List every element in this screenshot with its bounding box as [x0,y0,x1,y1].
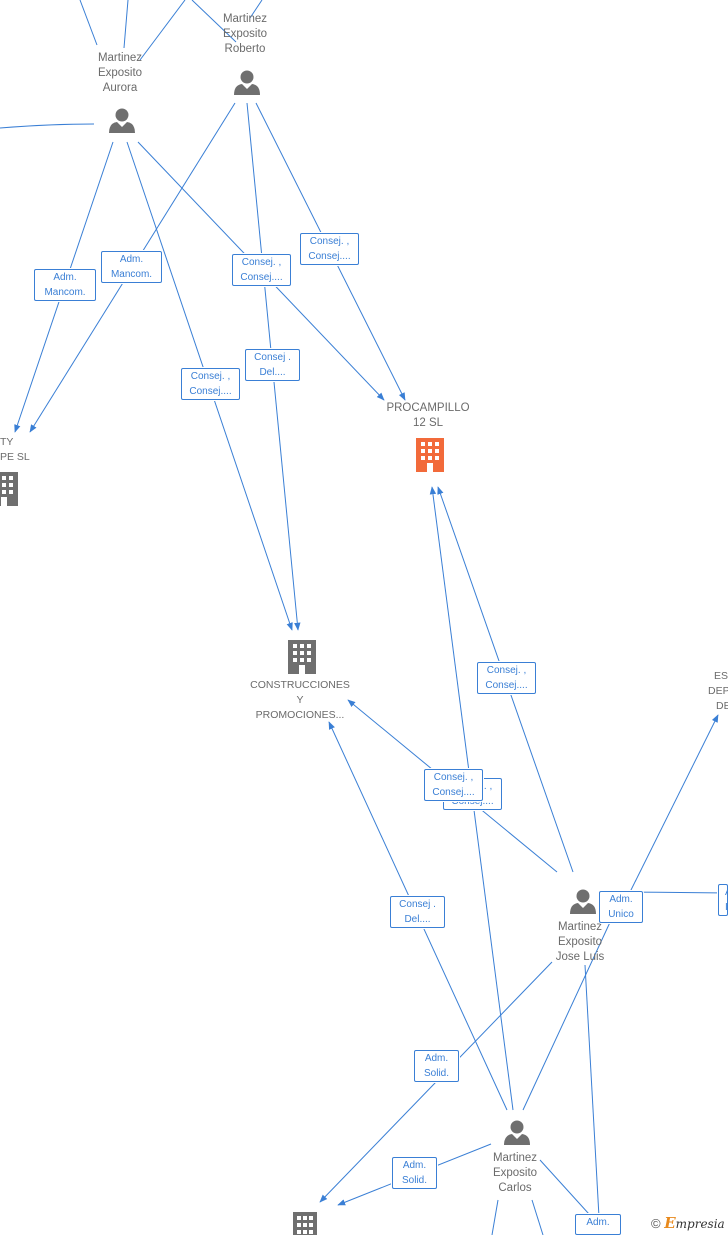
node-label-martinez-roberto[interactable]: Martinez Exposito Roberto [222,13,268,55]
edge-carlos-down-2 [531,1199,544,1235]
edge-top-3 [139,0,186,61]
node-label-procampillo[interactable]: PROCAMPILLO 12 SL [386,402,470,429]
edge-label-consej[interactable]: Consej. ,Consej.... [477,662,536,694]
edge-joseluis-bottom [319,961,553,1203]
edge-label-consej-del[interactable]: Consej .Del.... [245,349,300,381]
person-icon[interactable] [504,1120,530,1146]
edge-top-4 [191,0,237,43]
node-label-martinez-jose-luis[interactable]: Martinez Exposito Jose Luis [555,921,605,963]
edge-joseluis-down [584,964,601,1235]
edge-label-adm-mancom[interactable]: Adm.Mancom. [101,251,162,283]
edge-label-adm-mancom[interactable]: Adm.Mancom. [34,269,96,301]
person-icons [109,70,596,1146]
node-label-left-company[interactable]: TY PE SL [0,436,30,463]
edge-label-partial-right[interactable]: AI [718,884,728,916]
node-label-construcciones[interactable]: CONSTRUCCIONES Y PROMOCIONES... [250,679,350,721]
copyright-notice: © Empresia [651,1214,725,1232]
edge-label-adm-solid[interactable]: Adm.Solid. [414,1050,459,1082]
building-icon[interactable] [416,438,444,472]
edge-left-aurora [0,123,95,129]
edge-top-1 [79,0,98,46]
edge-label-consej[interactable]: Consej. ,Consej.... [424,769,483,801]
edge-label-adm[interactable]: Adm. [575,1214,621,1235]
edge-carlos-down-1 [491,1199,499,1235]
edge-top-5 [249,0,263,19]
edge-joseluis-right [629,714,719,893]
edge-label-adm-unico[interactable]: Adm.Unico [599,891,643,923]
edge-label-consej-del[interactable]: Consej .Del.... [390,896,445,928]
empresia-logo-initial: E [664,1214,676,1232]
person-icon[interactable] [234,70,260,96]
node-label-martinez-aurora[interactable]: Martinez Exposito Aurora [97,52,143,94]
building-icon[interactable] [0,472,18,506]
node-label-martinez-carlos[interactable]: Martinez Exposito Carlos [492,1152,538,1194]
building-icon[interactable] [288,640,316,674]
person-icon[interactable] [570,889,596,915]
edge-carlos-joseluis [522,917,613,1111]
building-icon[interactable] [293,1212,317,1235]
edge-label-consej[interactable]: Consej. ,Consej.... [300,233,359,265]
company-icons [0,438,444,1235]
edge-label-consej[interactable]: Consej. ,Consej.... [232,254,291,286]
edge-top-2 [123,0,129,49]
copyright-icon: © [651,1216,661,1231]
edge-label-adm-solid[interactable]: Adm.Solid. [392,1157,437,1189]
empresia-logo-text: mpresia [675,1217,725,1231]
node-label-right-company[interactable]: ES DEP DE [708,670,728,712]
person-icon[interactable] [109,108,135,134]
edge-label-consej[interactable]: Consej. ,Consej.... [181,368,240,400]
